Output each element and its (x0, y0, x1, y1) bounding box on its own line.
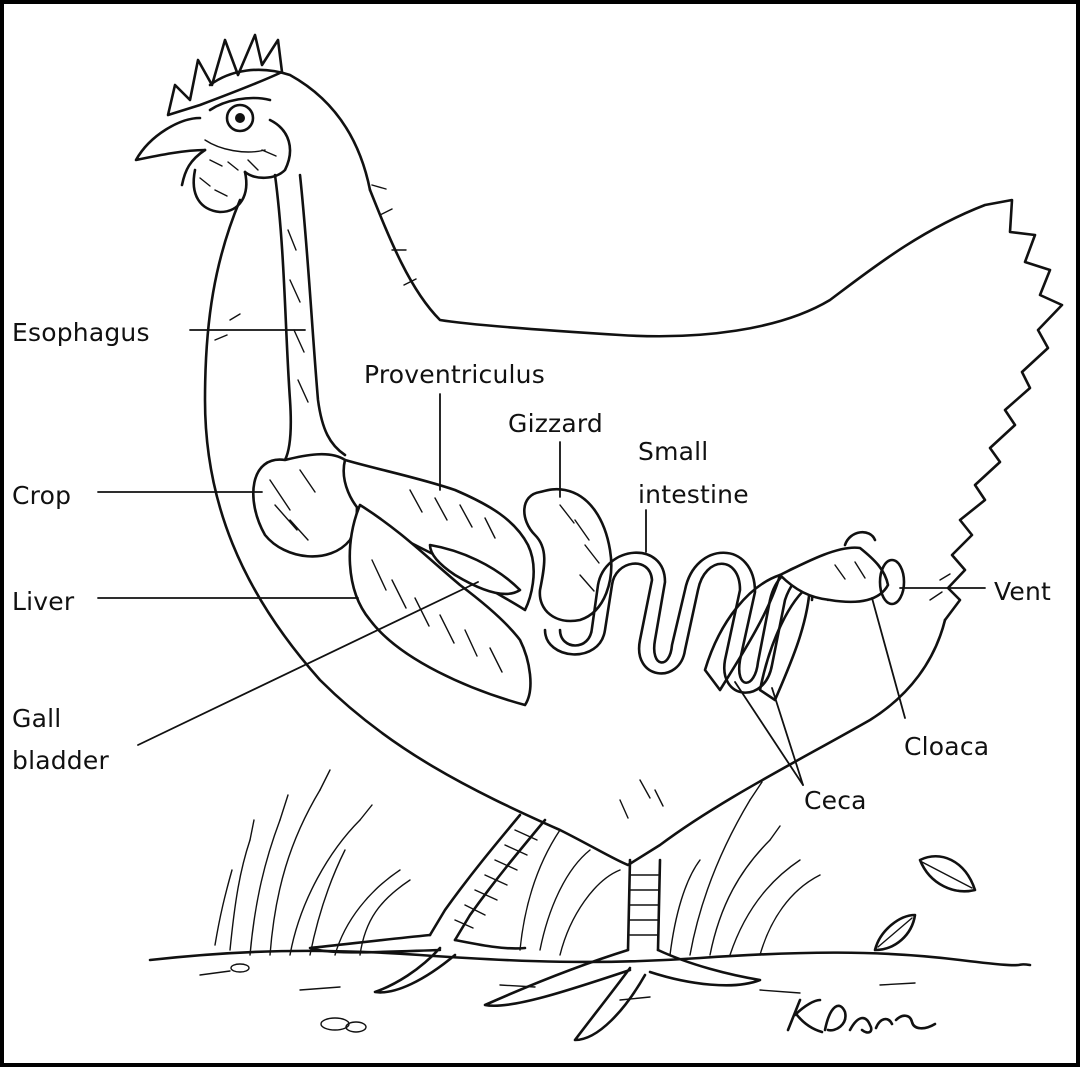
label-esophagus: Esophagus (12, 318, 150, 347)
label-vent: Vent (994, 577, 1051, 606)
cloaca (780, 532, 904, 604)
crop (253, 454, 357, 556)
leaf-decoration (875, 856, 975, 950)
chicken-head (136, 35, 290, 212)
label-cloaca: Cloaca (904, 732, 989, 761)
label-crop: Crop (12, 481, 71, 510)
chicken-legs (310, 815, 760, 1040)
artist-signature (788, 1000, 935, 1032)
label-small-intestine-line1: Small (638, 437, 708, 466)
label-ceca: Ceca (804, 786, 867, 815)
diagram-canvas: Esophagus Proventriculus Gizzard Small i… (4, 4, 1076, 1063)
label-liver: Liver (12, 587, 74, 616)
label-gall-bladder-line1: Gall (12, 704, 61, 733)
leader-cloaca (872, 598, 905, 718)
leader-ceca-b (772, 688, 803, 785)
label-gizzard: Gizzard (508, 409, 603, 438)
gizzard (524, 489, 611, 621)
ceca (705, 575, 810, 700)
esophagus (275, 175, 345, 460)
label-small-intestine-line2: intestine (638, 480, 749, 509)
label-gall-bladder-line2: bladder (12, 746, 109, 775)
label-proventriculus: Proventriculus (364, 360, 545, 389)
chicken-illustration (4, 4, 1076, 1063)
